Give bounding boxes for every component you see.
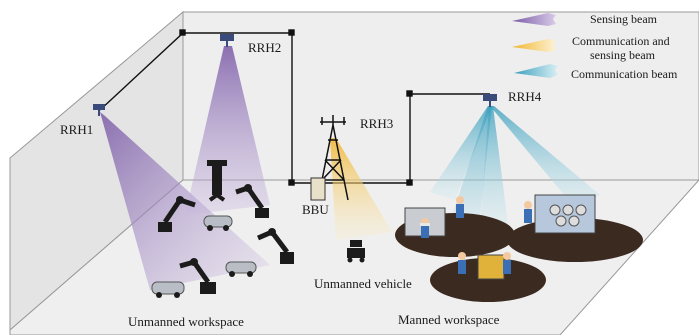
car-icon: [151, 281, 185, 298]
rrh1-antenna-icon: [93, 104, 105, 116]
legend-comm-sensing-label-2: sensing beam: [590, 48, 656, 62]
rrh2-antenna-icon: [220, 34, 234, 47]
rrh2-label: RRH2: [248, 40, 281, 55]
robot-arm-icon: [158, 196, 196, 232]
manned-equipment: [404, 194, 596, 280]
legend-communication-swatch: [514, 64, 558, 78]
worker-icon: [503, 252, 511, 274]
rrh2-sensing-beam: [185, 46, 270, 215]
rrh4-comm-beam-1: [430, 106, 492, 200]
rrh-units: [93, 34, 497, 116]
machine-icon: [477, 254, 505, 280]
worker-icon: [456, 196, 464, 218]
robot-arm-icon: [207, 160, 227, 202]
rrh3-comm-sensing-beam: [330, 138, 392, 240]
robot-arm-icon: [235, 184, 269, 218]
unmanned-vehicle-icon: [347, 240, 365, 263]
car-icon: [203, 215, 233, 231]
legend-comm-sensing-swatch: [512, 39, 556, 52]
robot-arm-icon: [179, 258, 216, 294]
robot-arms: [151, 160, 294, 298]
unmanned-workspace-label: Unmanned workspace: [128, 314, 244, 329]
rrh4-comm-beam-4: [490, 106, 600, 208]
rrh4-antenna-icon: [483, 94, 497, 107]
rrh4-comm-beam-3: [480, 106, 508, 226]
manned-workspace-label: Manned workspace: [398, 312, 500, 327]
legend: Sensing beam Communication and sensing b…: [512, 12, 678, 81]
gear-icon: [549, 204, 587, 227]
worker-icon: [420, 218, 430, 238]
unmanned-vehicle-label: Unmanned vehicle: [314, 276, 412, 291]
legend-communication-label: Communication beam: [571, 67, 678, 81]
legend-sensing-swatch: [512, 13, 556, 26]
robot-arm-icon: [257, 228, 294, 264]
worker-icon: [524, 201, 532, 223]
bbu-box-icon: [310, 177, 326, 201]
rrh3-label: RRH3: [360, 116, 393, 131]
rrh4-label: RRH4: [508, 89, 542, 104]
legend-sensing-label: Sensing beam: [590, 12, 658, 26]
worker-icon: [458, 252, 466, 274]
legend-comm-sensing-label-1: Communication and: [572, 34, 670, 48]
rrh1-label: RRH1: [60, 122, 93, 137]
car-icon: [225, 261, 257, 277]
bbu-label: BBU: [302, 202, 329, 217]
